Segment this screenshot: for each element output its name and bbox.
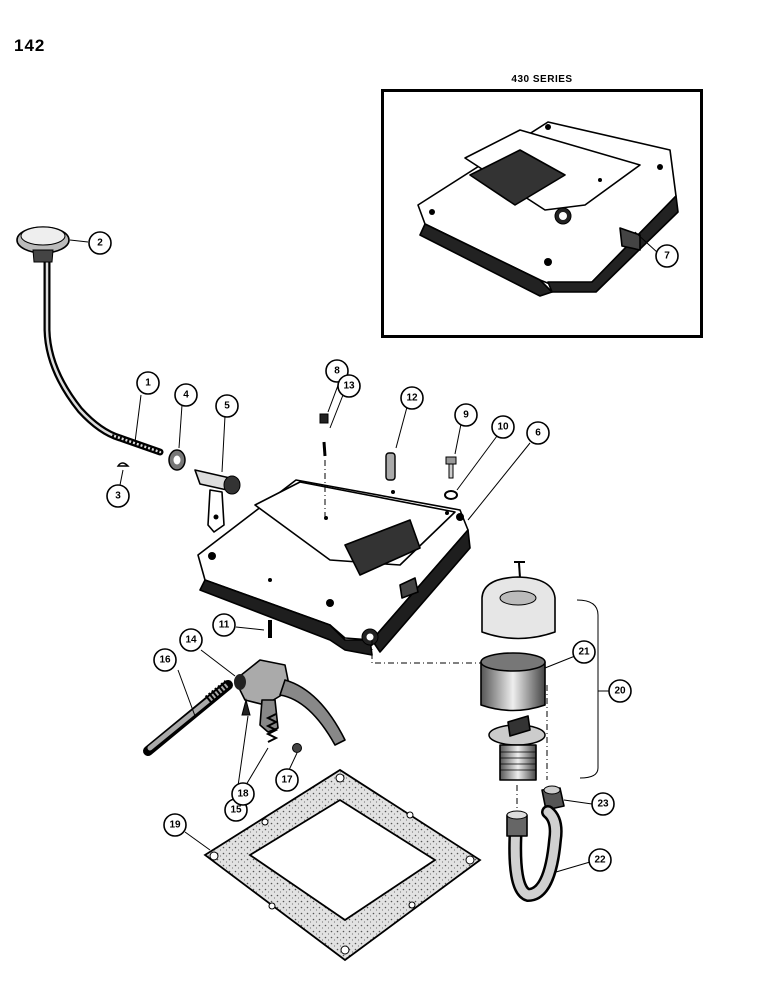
- breather-tube-22: [506, 805, 563, 903]
- woodruff-key-3: [116, 462, 130, 467]
- callout-16: 16: [153, 648, 177, 672]
- svg-text:19: 19: [169, 820, 181, 831]
- shift-knob-2: [16, 226, 70, 263]
- svg-text:10: 10: [497, 422, 509, 433]
- shifter-cover-6: [197, 479, 471, 656]
- set-screw-8: [319, 413, 329, 424]
- lockwasher-10: [444, 490, 458, 500]
- svg-text:18: 18: [237, 789, 249, 800]
- svg-text:16: 16: [159, 655, 171, 666]
- callout-6: 6: [526, 421, 550, 445]
- leader-lines: [69, 231, 659, 873]
- svg-text:3: 3: [115, 491, 121, 502]
- dowel-12: [385, 452, 396, 481]
- callout-9: 9: [454, 403, 478, 427]
- svg-text:5: 5: [224, 401, 230, 412]
- breather-assembly-20: [481, 561, 556, 640]
- callout-19: 19: [163, 813, 187, 837]
- svg-text:17: 17: [281, 775, 293, 786]
- shift-lever-1: [43, 258, 164, 456]
- svg-text:4: 4: [183, 390, 189, 401]
- callout-21: 21: [572, 640, 596, 664]
- svg-text:20: 20: [614, 686, 626, 697]
- svg-text:12: 12: [406, 393, 418, 404]
- callout-1: 1: [136, 371, 160, 395]
- callout-23: 23: [591, 792, 615, 816]
- svg-text:1: 1: [145, 378, 151, 389]
- callout-10: 10: [491, 415, 515, 439]
- callout-17: 17: [275, 768, 299, 792]
- svg-text:11: 11: [219, 620, 230, 631]
- shift-fork-14: [234, 659, 346, 746]
- svg-text:13: 13: [343, 381, 355, 392]
- gasket-19: [203, 768, 482, 962]
- callout-12: 12: [400, 386, 424, 410]
- inset-box: [381, 89, 703, 338]
- svg-text:15: 15: [230, 805, 242, 816]
- detent-ball-17: [292, 743, 302, 753]
- shift-rail-16: [143, 680, 233, 756]
- svg-text:22: 22: [594, 855, 606, 866]
- washer-4: [168, 449, 186, 471]
- svg-text:9: 9: [463, 410, 469, 421]
- callout-20: 20: [608, 679, 632, 703]
- callout-5: 5: [215, 394, 239, 418]
- inset-title: 430 SERIES: [511, 74, 573, 85]
- callout-11: 11: [212, 613, 236, 637]
- svg-text:8: 8: [334, 366, 340, 377]
- svg-text:6: 6: [535, 428, 541, 439]
- pin-13: [322, 441, 327, 457]
- lever-arm-5: [194, 469, 241, 533]
- page-number: 142: [14, 36, 46, 55]
- svg-text:7: 7: [664, 251, 670, 262]
- assembly-line-cover-to-breather: [371, 640, 482, 664]
- callout-14: 14: [179, 628, 203, 652]
- callout-4: 4: [174, 383, 198, 407]
- callout-3: 3: [106, 484, 130, 508]
- callout-18: 18: [231, 782, 255, 806]
- detent-spring-18: [265, 713, 279, 743]
- callout-13: 13: [337, 374, 361, 398]
- callout-22: 22: [588, 848, 612, 872]
- breather-element-21: [480, 652, 546, 712]
- lock-screw-15: [241, 698, 251, 716]
- bolt-9: [445, 456, 457, 479]
- callout-7: 7: [655, 244, 679, 268]
- svg-text:23: 23: [597, 799, 609, 810]
- svg-text:2: 2: [97, 238, 103, 249]
- elbow-fitting-23: [541, 785, 565, 811]
- svg-text:21: 21: [578, 647, 590, 658]
- callout-2: 2: [88, 231, 112, 255]
- breather-body: [488, 715, 546, 781]
- svg-text:14: 14: [185, 635, 197, 646]
- inset-cover-7: [417, 121, 679, 297]
